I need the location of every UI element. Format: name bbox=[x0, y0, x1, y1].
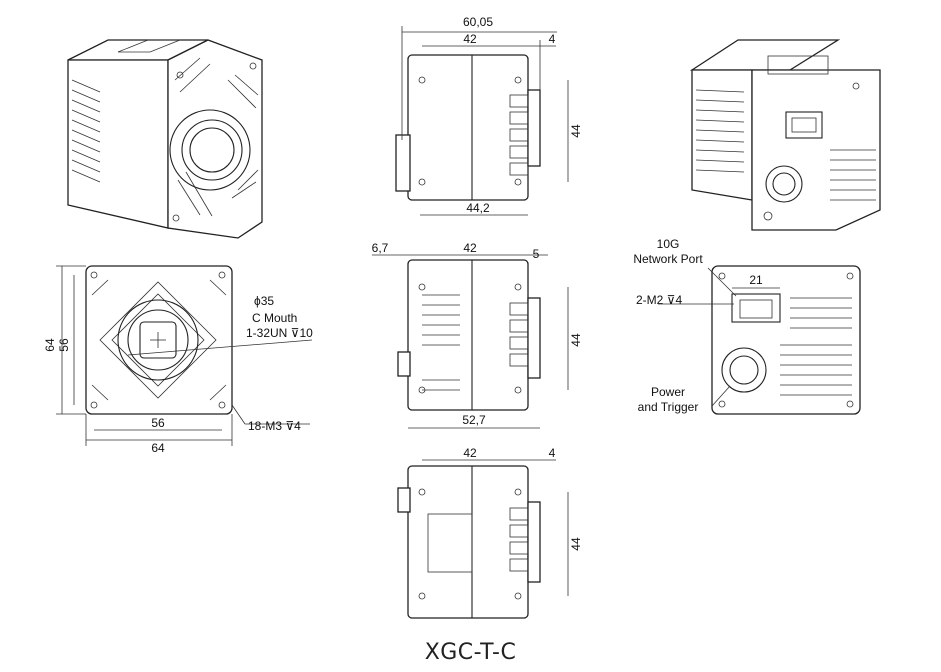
top-lens-dim: 4 bbox=[549, 32, 556, 46]
iso-front-view bbox=[67, 39, 263, 239]
port-screws-label: 2-M2 ⊽4 bbox=[636, 293, 682, 307]
front-view bbox=[56, 265, 313, 446]
mid-lens-dim: 5 bbox=[533, 247, 540, 261]
network-port-label-1: 10G bbox=[657, 237, 680, 251]
power-trigger-label-1: Power bbox=[651, 385, 685, 399]
rear-view bbox=[658, 265, 861, 415]
top-base-dim: 44,2 bbox=[466, 201, 490, 215]
network-port-label-2: Network Port bbox=[633, 252, 703, 266]
front-height-inner: 56 bbox=[57, 338, 71, 352]
front-width-inner: 56 bbox=[151, 416, 165, 430]
front-width-outer: 64 bbox=[151, 441, 165, 455]
top-height-dim: 44 bbox=[569, 124, 583, 138]
top-body-dim: 42 bbox=[463, 32, 477, 46]
thread-label: 1-32UN ⊽10 bbox=[246, 326, 313, 340]
side-view-top bbox=[395, 26, 569, 216]
side-view-bottom bbox=[397, 459, 569, 619]
diameter-label: ϕ35 bbox=[254, 294, 274, 308]
c-mouth-label: C Mouth bbox=[252, 311, 297, 325]
mid-base-dim: 52,7 bbox=[462, 413, 486, 427]
mount-holes-label: 18-M3 ⊽4 bbox=[248, 419, 301, 433]
mid-height-dim: 44 bbox=[569, 333, 583, 347]
bot-lens-dim: 4 bbox=[549, 446, 556, 460]
bot-height-dim: 44 bbox=[569, 537, 583, 551]
iso-rear-view bbox=[689, 39, 881, 231]
mid-left-dim: 6,7 bbox=[372, 241, 389, 255]
front-height-outer: 64 bbox=[43, 338, 57, 352]
side-view-middle bbox=[372, 254, 569, 429]
rear-port-width-dim: 21 bbox=[749, 273, 763, 287]
mid-body-dim: 42 bbox=[463, 241, 477, 255]
top-overall-dim: 60,05 bbox=[463, 15, 493, 29]
model-title: XGC-T-C bbox=[424, 640, 517, 665]
power-trigger-label-2: and Trigger bbox=[638, 400, 699, 414]
bot-body-dim: 42 bbox=[463, 446, 477, 460]
